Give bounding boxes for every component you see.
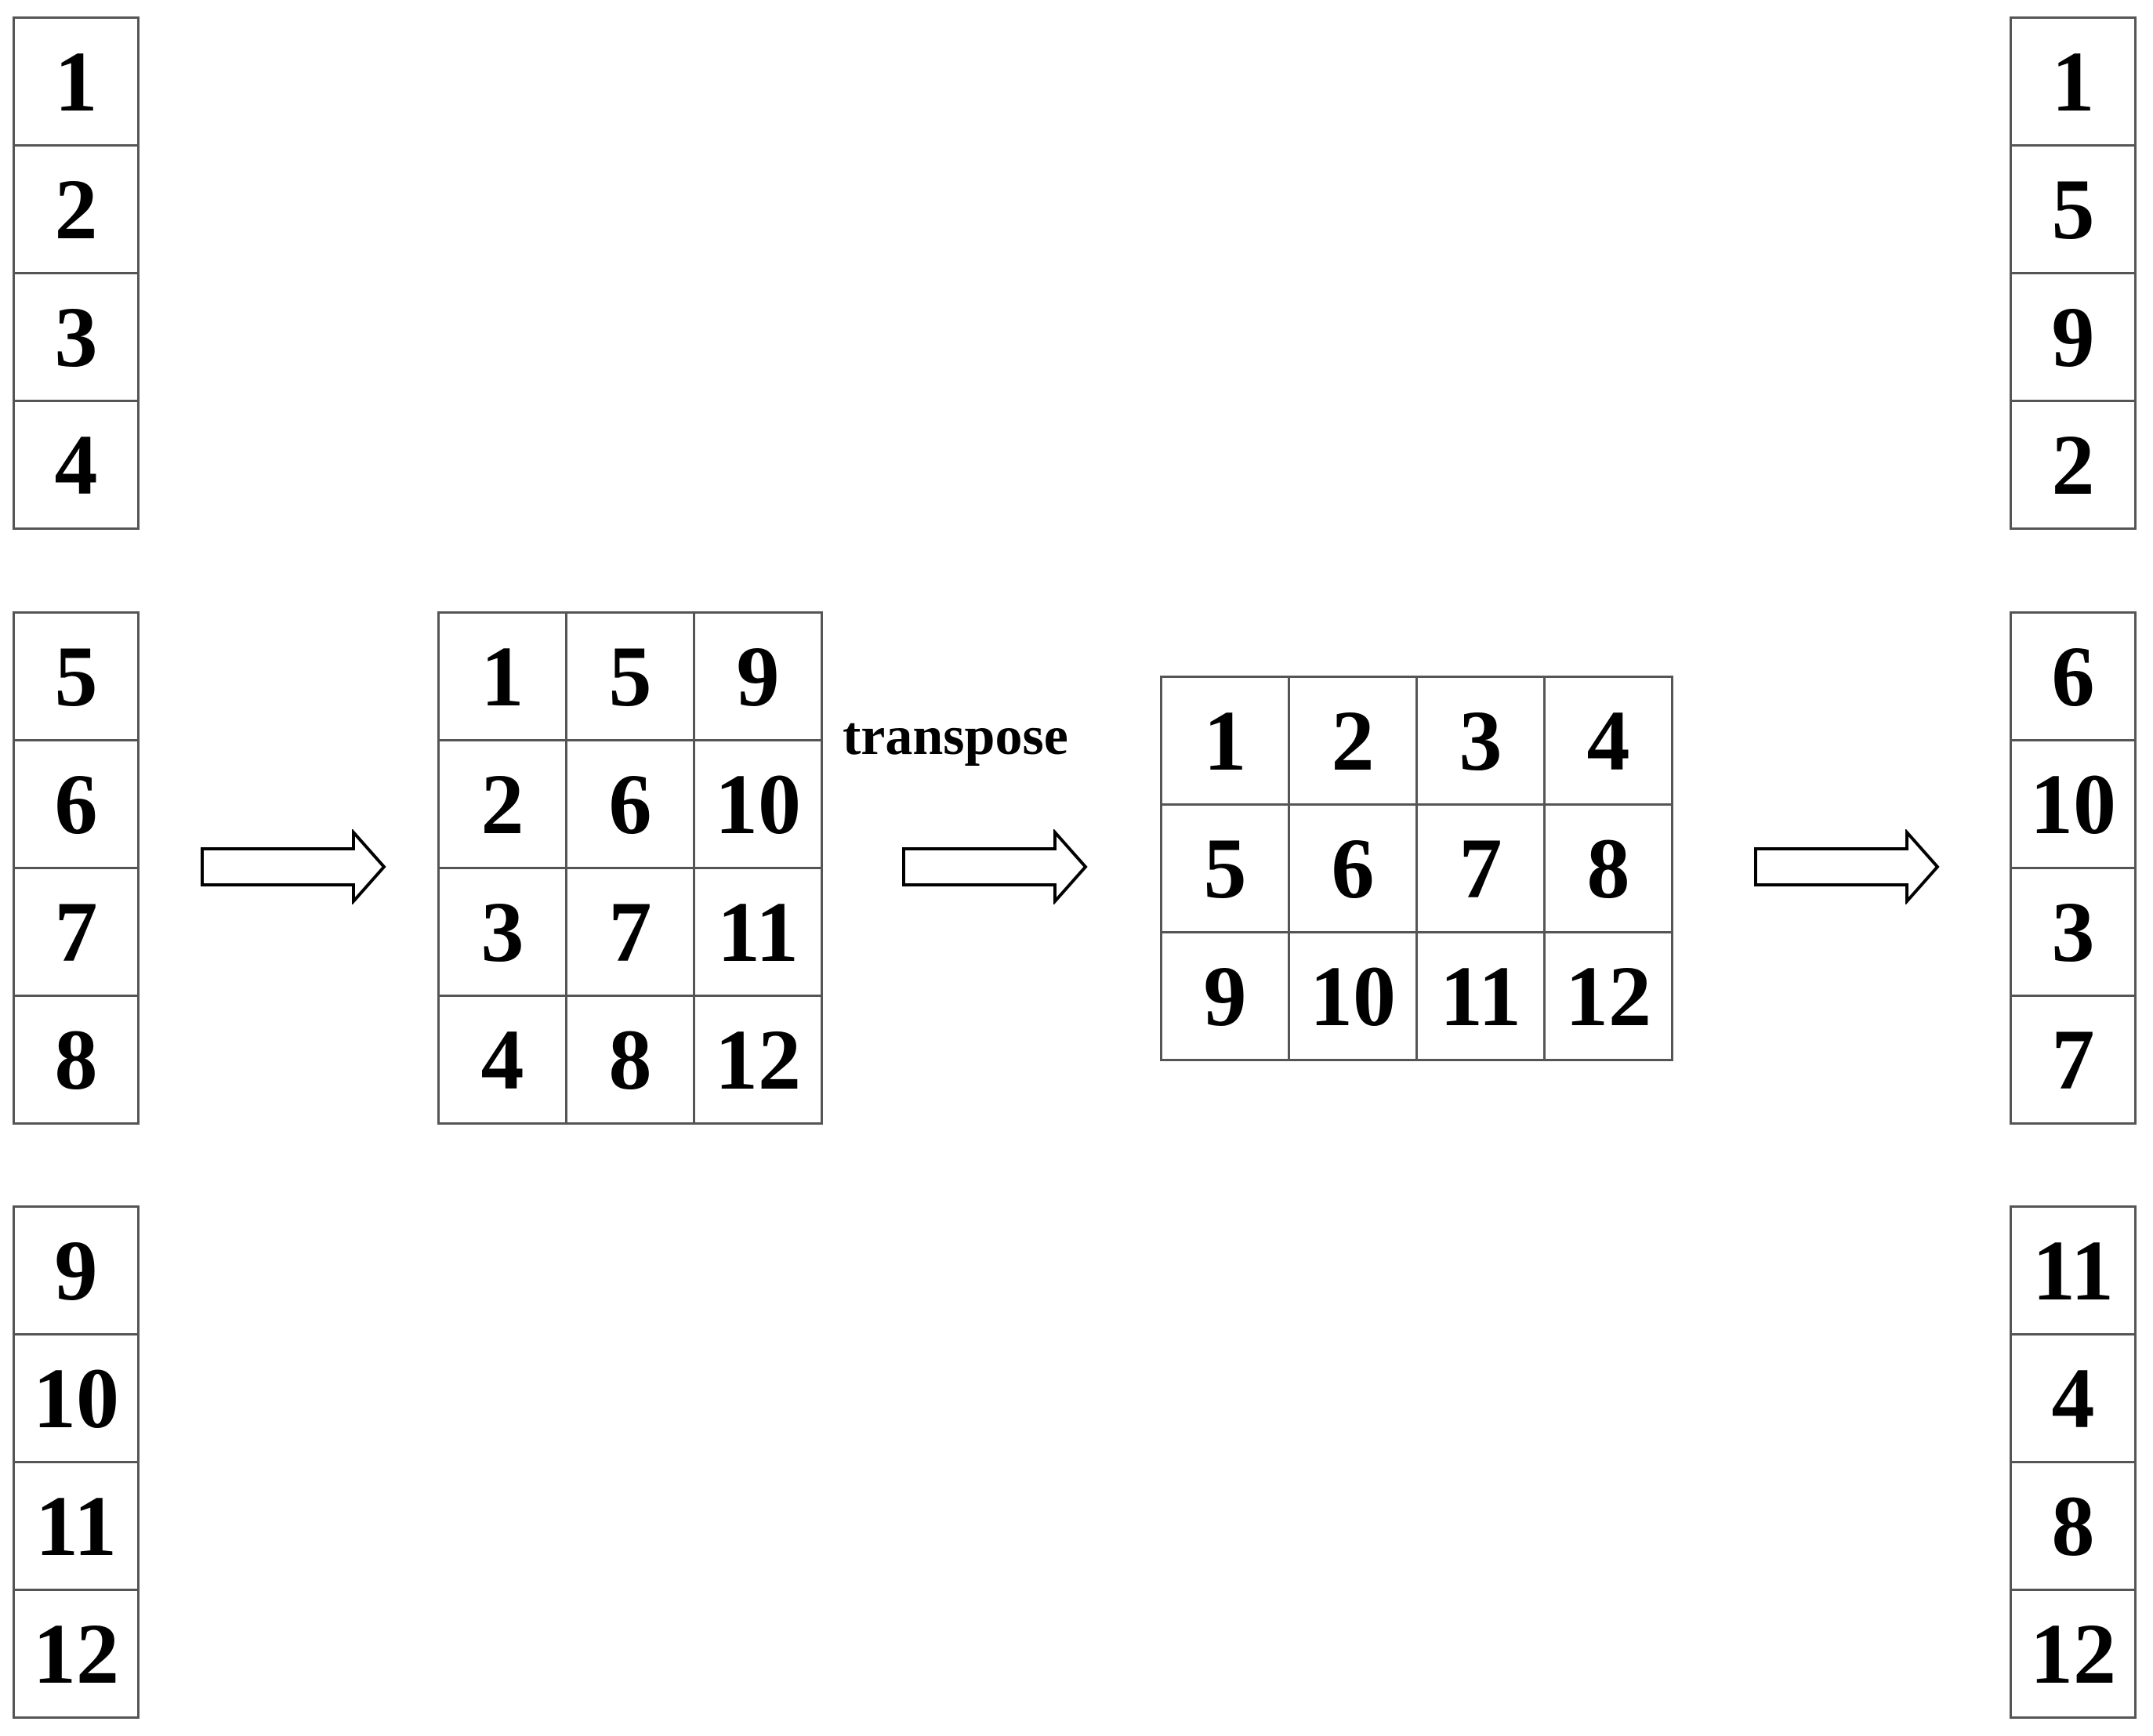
input-cell: 8 [15, 997, 137, 1125]
matrix-before-cell: 10 [695, 741, 823, 869]
matrix-after-cell: 12 [1546, 933, 1673, 1061]
input-cell: 12 [15, 1591, 137, 1719]
right-arrow-icon [1754, 829, 1940, 904]
matrix-before-cell: 11 [695, 869, 823, 997]
input-cell: 5 [15, 614, 137, 741]
input-cell: 1 [15, 19, 137, 147]
right-arrow-icon [902, 829, 1088, 904]
output-cell: 2 [2012, 402, 2134, 530]
output-cell: 9 [2012, 274, 2134, 402]
output-cell: 4 [2012, 1336, 2134, 1463]
output-block-2: 6 10 3 7 [2010, 611, 2137, 1125]
matrix-before-cell: 1 [440, 614, 567, 741]
input-cell: 9 [15, 1208, 137, 1336]
input-block-3: 9 10 11 12 [13, 1205, 140, 1719]
matrix-after-cell: 7 [1418, 806, 1546, 933]
input-cell: 7 [15, 869, 137, 997]
matrix-before-cell: 3 [440, 869, 567, 997]
matrix-after-cell: 8 [1546, 806, 1673, 933]
output-cell: 10 [2012, 741, 2134, 869]
input-cell: 3 [15, 274, 137, 402]
matrix-after-cell: 3 [1418, 678, 1546, 806]
matrix-before-cell: 7 [567, 869, 695, 997]
matrix-before-cell: 2 [440, 741, 567, 869]
output-cell: 7 [2012, 997, 2134, 1125]
matrix-after-cell: 11 [1418, 933, 1546, 1061]
matrix-after-cell: 6 [1290, 806, 1418, 933]
input-cell: 11 [15, 1463, 137, 1591]
matrix-before-cell: 9 [695, 614, 823, 741]
output-cell: 6 [2012, 614, 2134, 741]
output-cell: 1 [2012, 19, 2134, 147]
matrix-before: 1 5 9 2 6 10 3 7 11 4 8 12 [437, 611, 823, 1125]
input-block-1: 1 2 3 4 [13, 16, 140, 530]
input-cell: 6 [15, 741, 137, 869]
matrix-after-cell: 4 [1546, 678, 1673, 806]
matrix-before-cell: 8 [567, 997, 695, 1125]
input-cell: 4 [15, 402, 137, 530]
matrix-after-cell: 9 [1162, 933, 1290, 1061]
matrix-before-cell: 4 [440, 997, 567, 1125]
matrix-before-cell: 6 [567, 741, 695, 869]
matrix-before-cell: 12 [695, 997, 823, 1125]
matrix-after-cell: 2 [1290, 678, 1418, 806]
output-cell: 3 [2012, 869, 2134, 997]
output-block-3: 11 4 8 12 [2010, 1205, 2137, 1719]
output-block-1: 1 5 9 2 [2010, 16, 2137, 530]
input-cell: 10 [15, 1336, 137, 1463]
output-cell: 11 [2012, 1208, 2134, 1336]
matrix-after-cell: 10 [1290, 933, 1418, 1061]
transpose-label: transpose [843, 706, 1068, 767]
matrix-after: 1 2 3 4 5 6 7 8 9 10 11 12 [1160, 676, 1673, 1061]
matrix-before-cell: 5 [567, 614, 695, 741]
input-block-2: 5 6 7 8 [13, 611, 140, 1125]
output-cell: 8 [2012, 1463, 2134, 1591]
matrix-after-cell: 1 [1162, 678, 1290, 806]
matrix-after-cell: 5 [1162, 806, 1290, 933]
right-arrow-icon [201, 829, 386, 904]
output-cell: 5 [2012, 147, 2134, 274]
input-cell: 2 [15, 147, 137, 274]
output-cell: 12 [2012, 1591, 2134, 1719]
